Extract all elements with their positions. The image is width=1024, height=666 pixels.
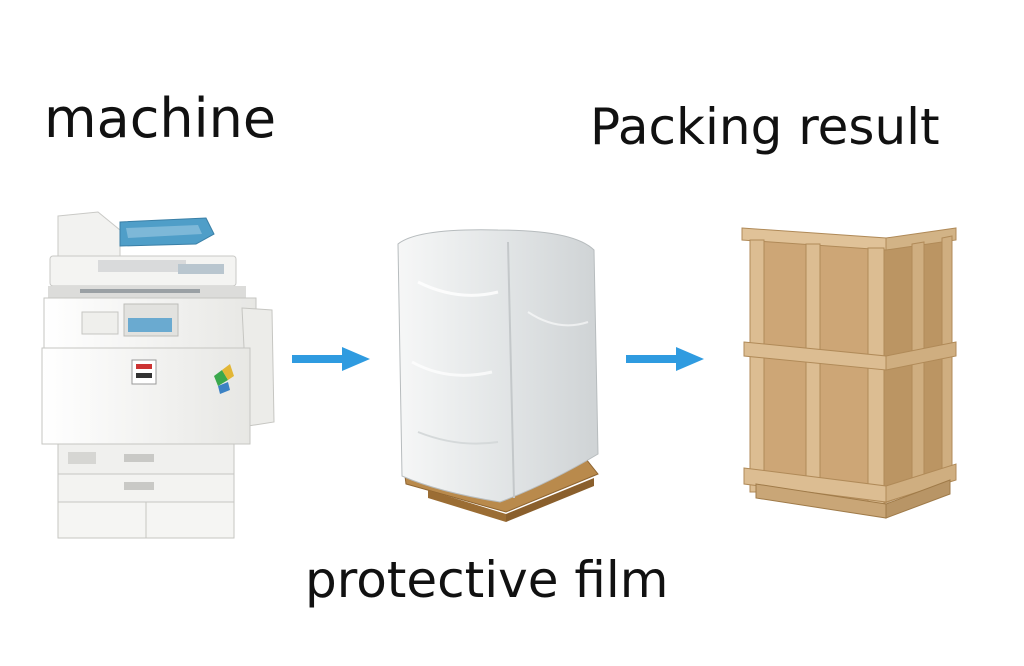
copier-machine-illustration: [41, 211, 275, 539]
wooden-crate-illustration: [741, 227, 957, 519]
right-arrow-icon: [626, 347, 704, 371]
label-packing-result: Packing result: [590, 98, 940, 156]
label-protective-film: protective film: [305, 551, 669, 609]
right-arrow-icon: [292, 347, 370, 371]
label-machine: machine: [44, 87, 277, 150]
film-wrapped-machine-illustration: [397, 229, 599, 522]
